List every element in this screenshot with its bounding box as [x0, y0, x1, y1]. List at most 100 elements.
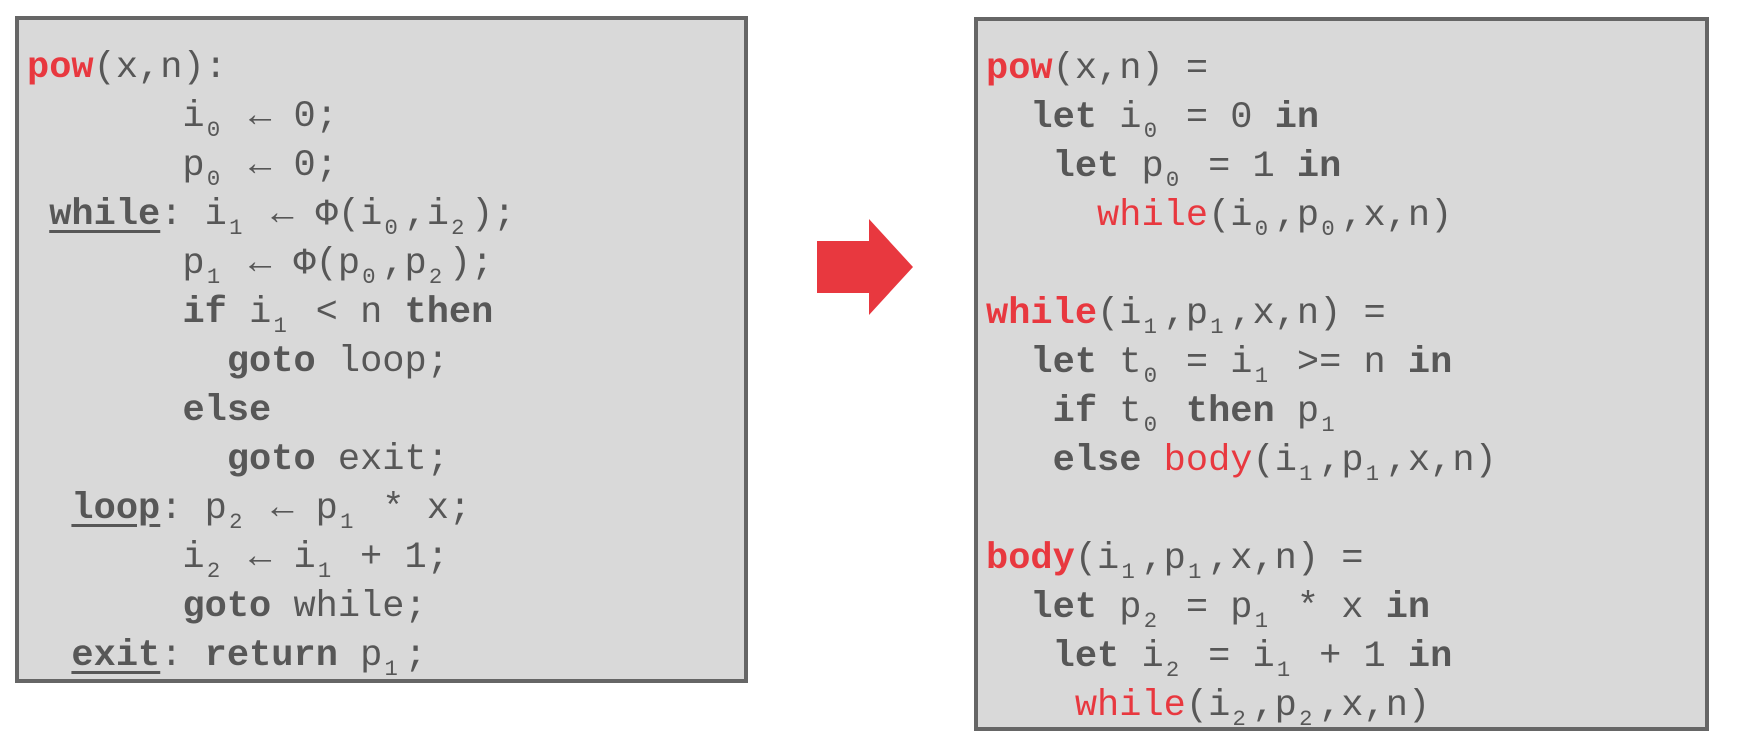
code-line: goto exit;: [27, 436, 744, 485]
keyword: let: [1052, 636, 1120, 678]
code-text: (i: [1208, 195, 1253, 237]
subscript-text: 0: [1321, 216, 1335, 242]
code-line: while(i0,p0,x,n): [986, 192, 1705, 242]
code-text: p: [1274, 391, 1320, 433]
subscript-text: 1: [1254, 363, 1269, 389]
keyword: let: [1030, 587, 1098, 629]
code-text: [986, 685, 1075, 727]
subscript-text: 0: [1143, 363, 1158, 389]
code-text: = 0: [1163, 97, 1275, 139]
code-line: while: i1 ← Φ(i0,i2);: [27, 191, 744, 243]
right-arrow-icon: [817, 219, 913, 315]
subscript-text: 0: [1143, 118, 1158, 144]
code-line: let i2 = i1 + 1 in: [986, 633, 1705, 685]
label: exit: [71, 635, 161, 677]
code-text: [27, 390, 182, 432]
code-text: ,p: [1274, 195, 1320, 237]
code-text: (x,n):: [93, 47, 227, 89]
subscript-text: 1: [1143, 314, 1157, 340]
code-text: t: [1097, 342, 1142, 384]
keyword: then: [404, 292, 494, 334]
code-line: body(i1,p1,x,n) =: [986, 535, 1705, 585]
code-text: < n: [293, 292, 405, 334]
function-name: while: [986, 293, 1098, 335]
subscript: 0: [360, 240, 382, 292]
code-line: let p2 = p1 * x in: [986, 584, 1705, 636]
label: loop: [71, 488, 161, 530]
subscript: 2: [427, 240, 449, 292]
keyword: in: [1407, 636, 1453, 678]
code-text: (i: [1252, 440, 1297, 482]
subscript-text: 1: [340, 509, 354, 535]
code-text: [986, 195, 1097, 237]
function-call: while: [1097, 195, 1209, 237]
code-text: [986, 391, 1053, 433]
code-line: if t0 then p1: [986, 388, 1705, 440]
code-text: ← 0;: [226, 145, 338, 187]
code-text: [27, 194, 49, 236]
code-text: (i: [1185, 685, 1231, 727]
subscript: 1: [271, 289, 293, 341]
label: while: [49, 194, 161, 236]
code-line: while(i2,p2,x,n): [986, 682, 1705, 732]
code-line: p0 ← 0;: [27, 142, 744, 194]
function-name: pow: [986, 48, 1053, 90]
subscript-text: 1: [1188, 559, 1202, 585]
subscript: 1: [1319, 388, 1341, 440]
code-text: );: [448, 243, 494, 285]
code-text: ← Φ(i: [249, 194, 383, 236]
code-text: (i: [1097, 293, 1142, 335]
function-name: body: [986, 538, 1075, 580]
code-line: while(i1,p1,x,n) =: [986, 290, 1705, 342]
subscript-text: 1: [273, 313, 287, 339]
subscript: 1: [1252, 584, 1274, 636]
code-text: = i: [1163, 342, 1253, 384]
subscript-text: 2: [206, 558, 221, 584]
subscript-text: 1: [1210, 314, 1224, 340]
subscript: 1: [1208, 290, 1230, 342]
code-line: i2 ← i1 + 1;: [27, 534, 744, 586]
keyword: in: [1296, 146, 1342, 188]
code-text: while;: [271, 586, 427, 628]
subscript: 0: [205, 142, 227, 194]
code-text: loop;: [315, 341, 449, 383]
subscript: 2: [227, 485, 249, 537]
code-text: p: [27, 145, 205, 187]
subscript-text: 0: [362, 264, 376, 290]
code-text: ,p: [1319, 440, 1364, 482]
keyword: let: [1030, 97, 1098, 139]
keyword: in: [1385, 587, 1431, 629]
code-text: = p: [1163, 587, 1253, 629]
keyword: if: [182, 292, 227, 334]
code-text: ,x,n) =: [1208, 538, 1364, 580]
code-text: [986, 587, 1030, 629]
keyword: if: [1052, 391, 1098, 433]
keyword: goto: [182, 586, 272, 628]
subscript-text: 1: [317, 558, 332, 584]
subscript: 1: [1275, 633, 1297, 685]
keyword: else: [182, 390, 272, 432]
code-text: [1164, 391, 1186, 433]
subscript-text: 2: [451, 215, 465, 241]
code-line: [986, 241, 1705, 290]
subscript-text: 2: [428, 264, 443, 290]
code-text: i: [27, 96, 205, 138]
function-name: pow: [27, 47, 94, 89]
code-text: : p: [160, 488, 227, 530]
subscript: 2: [205, 534, 227, 586]
code-line: pow(x,n) =: [986, 45, 1705, 94]
subscript: 2: [1141, 584, 1163, 636]
subscript-text: 1: [206, 264, 221, 290]
code-text: ← i: [226, 537, 316, 579]
subscript: 2: [449, 191, 471, 243]
subscript: 1: [227, 191, 249, 243]
subscript-text: 0: [206, 166, 221, 192]
code-text: = i: [1185, 636, 1275, 678]
subscript-text: 2: [1299, 706, 1313, 732]
code-line: i0 ← 0;: [27, 93, 744, 143]
code-text: [986, 146, 1053, 188]
code-text: ,i: [404, 194, 449, 236]
code-line: let p0 = 1 in: [986, 143, 1705, 193]
code-line: else body(i1,p1,x,n): [986, 437, 1705, 487]
code-text: ← 0;: [226, 96, 338, 138]
